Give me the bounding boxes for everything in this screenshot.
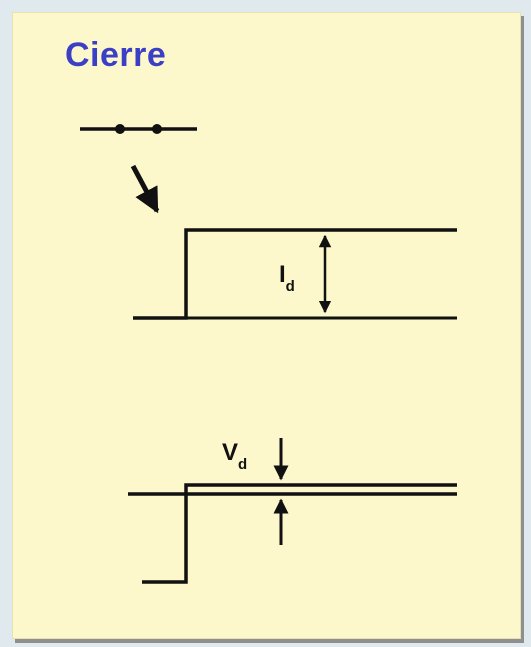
current-label-sub: d xyxy=(286,278,295,295)
voltage-label-sub: d xyxy=(238,456,247,473)
arrow-icon xyxy=(130,164,160,214)
page-title: Cierre xyxy=(65,36,167,74)
voltage-label: Vd xyxy=(222,439,247,473)
slide-panel xyxy=(12,12,521,639)
voltage-label-main: V xyxy=(222,439,238,466)
closed-switch-icon xyxy=(80,124,197,134)
current-label-main: I xyxy=(279,261,286,288)
current-waveform xyxy=(133,228,457,320)
voltage-waveform xyxy=(128,483,457,584)
current-label: Id xyxy=(279,261,295,295)
